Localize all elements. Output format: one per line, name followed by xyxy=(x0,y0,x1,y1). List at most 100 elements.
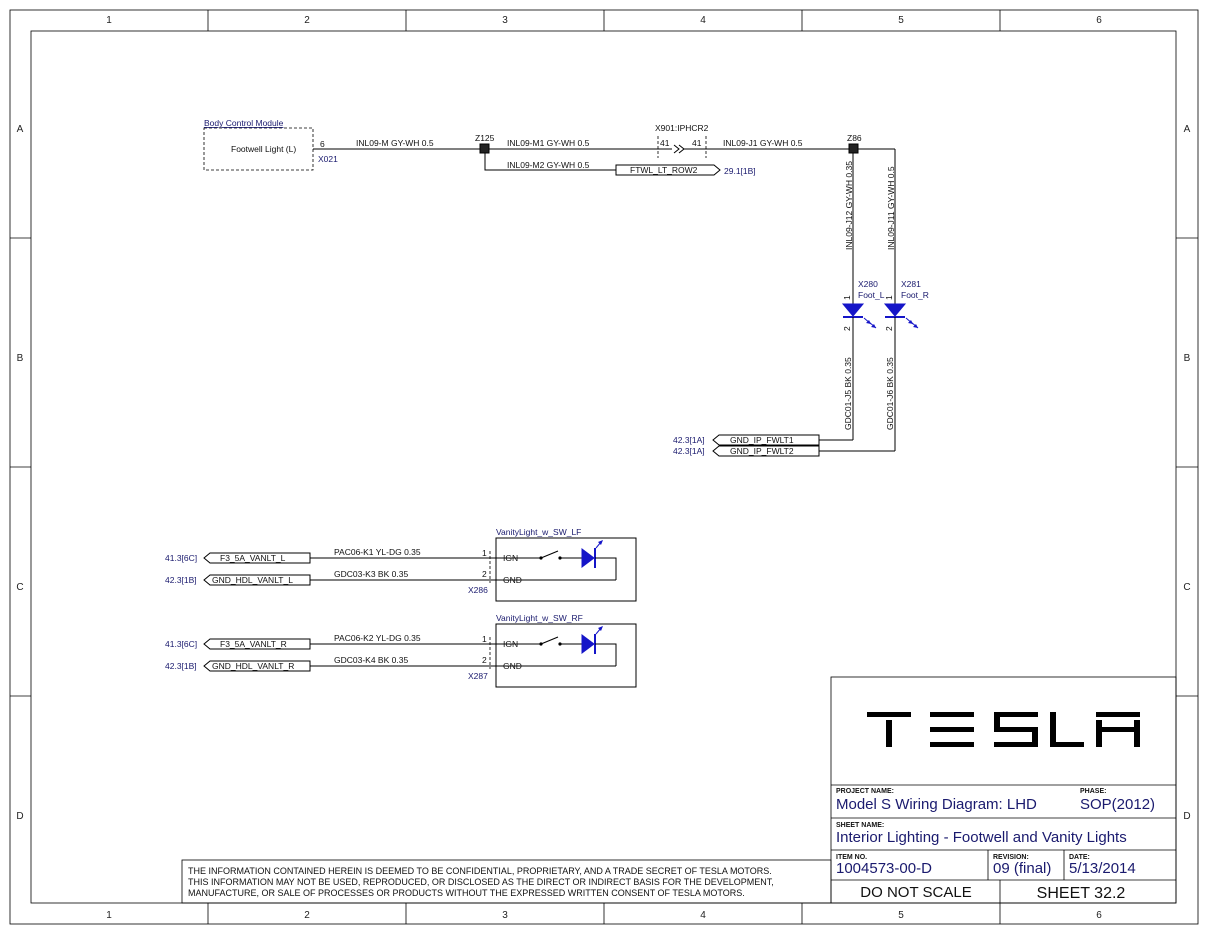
row-label: D xyxy=(1183,811,1190,822)
phase-label: PHASE: xyxy=(1080,788,1106,795)
led-vanity-lf-icon xyxy=(581,540,603,568)
led-name: Foot_L xyxy=(858,290,885,300)
item-number: 1004573-00-D xyxy=(836,860,932,877)
offpage-connector-f3-l xyxy=(203,552,311,564)
vanity-title: VanityLight_w_SW_RF xyxy=(496,613,583,623)
date-value: 5/13/2014 xyxy=(1069,860,1136,877)
switch-icon xyxy=(539,636,562,646)
column-label: 2 xyxy=(304,15,310,26)
offpage-reference: 42.3[1B] xyxy=(165,575,197,585)
offpage-reference: 41.3[6C] xyxy=(165,553,197,563)
wire-label: INL09-J1 GY-WH 0.5 xyxy=(723,138,803,148)
revision-label: REVISION: xyxy=(993,854,1029,861)
column-label: 1 xyxy=(106,910,112,921)
gnd-label: GND xyxy=(503,575,522,585)
offpage-label: GND_HDL_VANLT_R xyxy=(212,661,294,671)
led-pin: 2 xyxy=(842,326,852,331)
disclaimer-line: THIS INFORMATION MAY NOT BE USED, REPROD… xyxy=(188,877,774,887)
offpage-label: F3_5A_VANLT_R xyxy=(220,639,287,649)
wire-label: INL09-M1 GY-WH 0.5 xyxy=(507,138,590,148)
offpage-connector-gnd-l xyxy=(203,574,311,586)
column-label: 5 xyxy=(898,910,904,921)
splice-z125 xyxy=(479,143,490,154)
led-pin: 1 xyxy=(842,295,852,300)
column-label: 3 xyxy=(502,910,508,921)
tesla-logo xyxy=(867,712,1140,747)
splice-label: Z86 xyxy=(847,133,862,143)
column-label: 2 xyxy=(304,910,310,921)
row-label: C xyxy=(16,582,23,593)
bcm-title: Body Control Module xyxy=(204,118,284,128)
pin-label: 1 xyxy=(482,634,487,644)
offpage-reference: 41.3[6C] xyxy=(165,639,197,649)
disclaimer-block: THE INFORMATION CONTAINED HEREIN IS DEEM… xyxy=(181,859,832,904)
pin-label: 2 xyxy=(482,569,487,579)
inline-pin: 41 xyxy=(660,138,670,148)
vanity-light-lf-circuit: VanityLight_w_SW_LF F3_5A_VANLT_L 41.3[6… xyxy=(165,527,637,602)
led-pin: 1 xyxy=(884,295,894,300)
row-label: C xyxy=(1183,582,1190,593)
switch-icon xyxy=(539,550,562,560)
row-label: A xyxy=(17,124,24,135)
offpage-connector-gnd-r xyxy=(203,660,311,672)
sheet-number: SHEET 32.2 xyxy=(1037,885,1126,902)
offpage-reference: 42.3[1A] xyxy=(673,446,705,456)
vanity-connector: X287 xyxy=(468,671,488,681)
bcm-footwell-light-label: Footwell Light (L) xyxy=(231,144,296,154)
bcm-pin: 6 xyxy=(320,139,325,149)
vanity-light-rf-circuit: VanityLight_w_SW_RF F3_5A_VANLT_R 41.3[6… xyxy=(165,613,637,688)
offpage-connector-gnd2 xyxy=(712,445,820,457)
wire-label: INL09-M2 GY-WH 0.5 xyxy=(507,160,590,170)
pin-label: 2 xyxy=(482,655,487,665)
offpage-label: GND_HDL_VANLT_L xyxy=(212,575,293,585)
disclaimer-line: THE INFORMATION CONTAINED HEREIN IS DEEM… xyxy=(188,866,772,876)
led-foot-right-icon xyxy=(883,303,919,329)
led-vanity-rf-icon xyxy=(581,626,603,654)
revision-value: 09 (final) xyxy=(993,860,1051,877)
vanity-light-lf-box xyxy=(495,537,637,602)
column-label: 4 xyxy=(700,15,706,26)
offpage-connector-ftwl-row2 xyxy=(615,164,721,176)
offpage-label: F3_5A_VANLT_L xyxy=(220,553,286,563)
column-label: 3 xyxy=(502,15,508,26)
row-label: B xyxy=(1184,353,1191,364)
wire-label: INL09-J12 GY-WH 0.35 xyxy=(844,161,854,250)
offpage-label: GND_IP_FWLT2 xyxy=(730,446,794,456)
wire-label: GDC03-K3 BK 0.35 xyxy=(334,569,408,579)
column-label: 5 xyxy=(898,15,904,26)
column-label: 6 xyxy=(1096,910,1102,921)
footwell-circuit: Body Control Module Footwell Light (L) 6… xyxy=(203,118,929,457)
vanity-title: VanityLight_w_SW_LF xyxy=(496,527,581,537)
wire-label: GDC01-J6 BK 0.35 xyxy=(885,357,895,430)
wire-label: PAC06-K1 YL-DG 0.35 xyxy=(334,547,421,557)
inline-connector-label: X901:IPHCR2 xyxy=(655,123,709,133)
column-label: 6 xyxy=(1096,15,1102,26)
wire-label: INL09-M GY-WH 0.5 xyxy=(356,138,434,148)
gnd-label: GND xyxy=(503,661,522,671)
wire-label: GDC01-J5 BK 0.35 xyxy=(843,357,853,430)
title-block: PROJECT NAME: Model S Wiring Diagram: LH… xyxy=(830,676,1177,904)
row-label: D xyxy=(16,811,23,822)
led-connector: X280 xyxy=(858,279,878,289)
offpage-connector-gnd1 xyxy=(712,434,820,446)
project-label: PROJECT NAME: xyxy=(836,788,894,795)
scale-note: DO NOT SCALE xyxy=(860,884,971,901)
offpage-reference: 42.3[1B] xyxy=(165,661,197,671)
project-name: Model S Wiring Diagram: LHD xyxy=(836,796,1037,813)
sheet-frame: 1 2 3 4 5 6 1 2 3 4 5 6 A B C D A B C D xyxy=(9,9,1199,925)
led-foot-left-icon xyxy=(841,303,877,329)
inline-pin: 41 xyxy=(692,138,702,148)
vanity-connector: X286 xyxy=(468,585,488,595)
offpage-label: GND_IP_FWLT1 xyxy=(730,435,794,445)
splice-label: Z125 xyxy=(475,133,495,143)
column-label: 1 xyxy=(106,15,112,26)
wire-label: INL09-J11 GY-WH 0.5 xyxy=(886,166,896,250)
offpage-label: FTWL_LT_ROW2 xyxy=(630,165,698,175)
offpage-reference: 42.3[1A] xyxy=(673,435,705,445)
wire-label: PAC06-K2 YL-DG 0.35 xyxy=(334,633,421,643)
vanity-light-rf-box xyxy=(495,623,637,688)
ign-label: IGN xyxy=(503,639,518,649)
sheet-name: Interior Lighting - Footwell and Vanity … xyxy=(836,829,1127,846)
led-name: Foot_R xyxy=(901,290,929,300)
